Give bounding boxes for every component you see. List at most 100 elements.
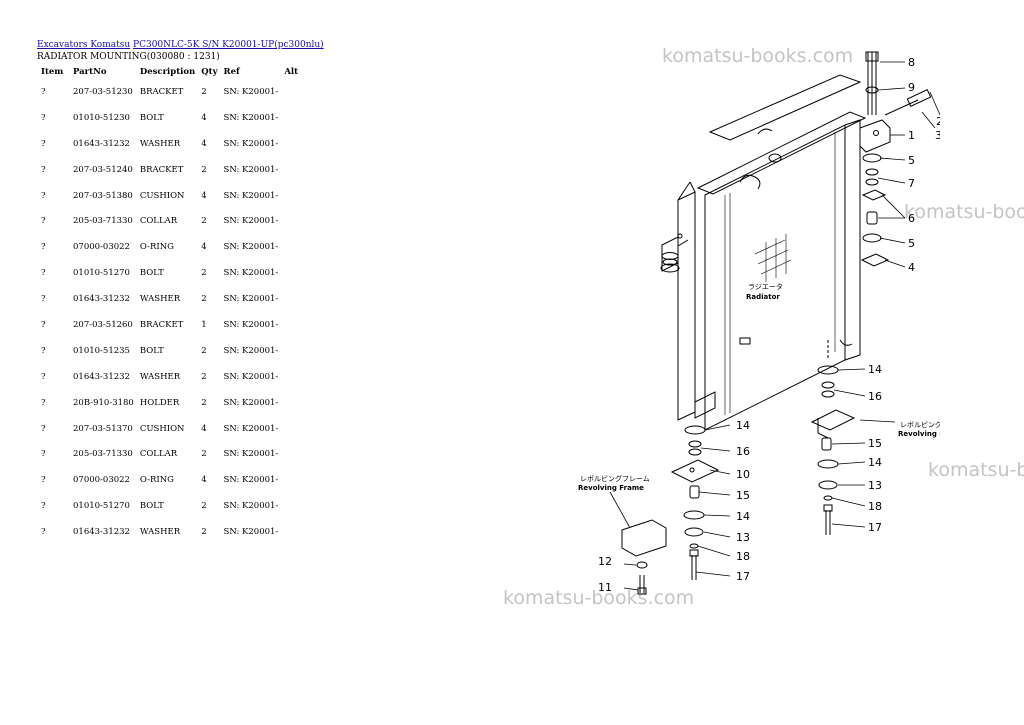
cell-partno: 205-03-71330 [73, 216, 133, 227]
cell-item: ? [41, 371, 46, 382]
cell-description: HOLDER [139, 397, 180, 408]
table-header-row: Item PartNo Description Qty Ref Alt [37, 65, 301, 79]
cell-partno: 01643-31232 [73, 294, 130, 305]
cell-item: ? [41, 242, 46, 253]
watermark: komatsu-books.com [904, 201, 1024, 223]
callout-13: 13 [868, 479, 882, 492]
callout-9: 9 [908, 81, 915, 94]
radiator-illustration [621, 51, 932, 595]
cell-alt [281, 441, 301, 467]
cell-partno: 01643-31232 [73, 138, 130, 149]
callout-15: 15 [868, 437, 882, 450]
cell-item: ? [41, 345, 46, 356]
cell-description: BOLT [139, 112, 164, 123]
cell-description: O-RING [139, 475, 174, 486]
cell-alt [281, 338, 301, 364]
cell-qty: 2 [201, 294, 207, 305]
cell-partno: 207-03-51240 [73, 164, 133, 175]
cell-description: O-RING [139, 242, 174, 253]
cell-item: ? [41, 501, 46, 512]
cell-alt [281, 79, 301, 105]
callout-18b: 18 [736, 550, 750, 563]
cell-qty: 4 [201, 475, 207, 486]
header-partno: PartNo [73, 67, 107, 77]
cell-description: CUSHION [139, 190, 185, 201]
callout-4: 4 [908, 261, 915, 274]
frame-label-jp-right: レボルビングフレーム [900, 420, 940, 429]
radiator-mounting-diagram: 8 9 2 1 3 5 7 6 5 4 14 16 15 14 13 18 17… [578, 51, 940, 595]
cell-ref: SN: K20001- [223, 138, 279, 149]
cell-ref: SN: K20001- [223, 268, 279, 279]
cell-description: BRACKET [139, 319, 184, 330]
cell-qty: 1 [201, 319, 207, 330]
cell-qty: 4 [201, 242, 207, 253]
cell-alt [281, 183, 301, 209]
breadcrumb-link-excavators[interactable]: Excavators Komatsu [37, 40, 131, 50]
cell-ref: SN: K20001- [223, 423, 279, 434]
cell-item: ? [41, 294, 46, 305]
cell-item: ? [41, 423, 46, 434]
cell-item: ? [41, 216, 46, 227]
callout-5: 5 [908, 154, 915, 167]
callout-13b: 13 [736, 531, 750, 544]
cell-partno: 205-03-71330 [73, 449, 133, 460]
cell-description: BRACKET [139, 164, 184, 175]
cell-ref: SN: K20001- [223, 216, 279, 227]
cell-item: ? [41, 86, 46, 97]
cell-qty: 4 [201, 190, 207, 201]
cell-alt [281, 208, 301, 234]
cell-item: ? [41, 268, 46, 279]
cell-ref: SN: K20001- [223, 345, 279, 356]
cell-partno: 01643-31232 [73, 527, 130, 538]
cell-item: ? [41, 138, 46, 149]
header-ref: Ref [223, 67, 240, 77]
cell-partno: 01010-51270 [73, 501, 130, 512]
breadcrumb-link-model[interactable]: PC300NLC-5K S/N K20001-UP(pc300nlu) [133, 40, 324, 50]
cell-alt [281, 157, 301, 183]
cell-partno: 07000-03022 [73, 475, 130, 486]
cell-qty: 4 [201, 112, 207, 123]
cell-description: CUSHION [139, 423, 185, 434]
header-qty: Qty [201, 67, 218, 77]
cell-description: BOLT [139, 345, 164, 356]
frame-label-right: Revolving Frame [898, 430, 940, 438]
cell-partno: 01010-51230 [73, 112, 130, 123]
cell-alt [281, 234, 301, 260]
cell-ref: SN: K20001- [223, 449, 279, 460]
cell-alt [281, 467, 301, 493]
cell-alt [281, 260, 301, 286]
cell-alt [281, 286, 301, 312]
watermark: komatsu-books.com [928, 459, 1024, 481]
watermark: komatsu-books.com [662, 45, 854, 67]
cell-description: BRACKET [139, 86, 184, 97]
cell-item: ? [41, 397, 46, 408]
header-description: Description [139, 67, 196, 77]
cell-item: ? [41, 475, 46, 486]
callout-14: 14 [868, 363, 882, 376]
callout-3: 3 [935, 129, 940, 142]
cell-item: ? [41, 164, 46, 175]
callout-17b: 17 [736, 570, 750, 583]
callout-7: 7 [908, 177, 915, 190]
diagram-text: ラジエータ Radiator レボルビングフレーム Revolving Fram… [578, 282, 940, 492]
cell-partno: 207-03-51260 [73, 319, 133, 330]
radiator-label: Radiator [746, 293, 780, 301]
cell-alt [281, 105, 301, 131]
cell-item: ? [41, 449, 46, 460]
cell-qty: 4 [201, 423, 207, 434]
cell-qty: 2 [201, 527, 207, 538]
cell-ref: SN: K20001- [223, 371, 279, 382]
